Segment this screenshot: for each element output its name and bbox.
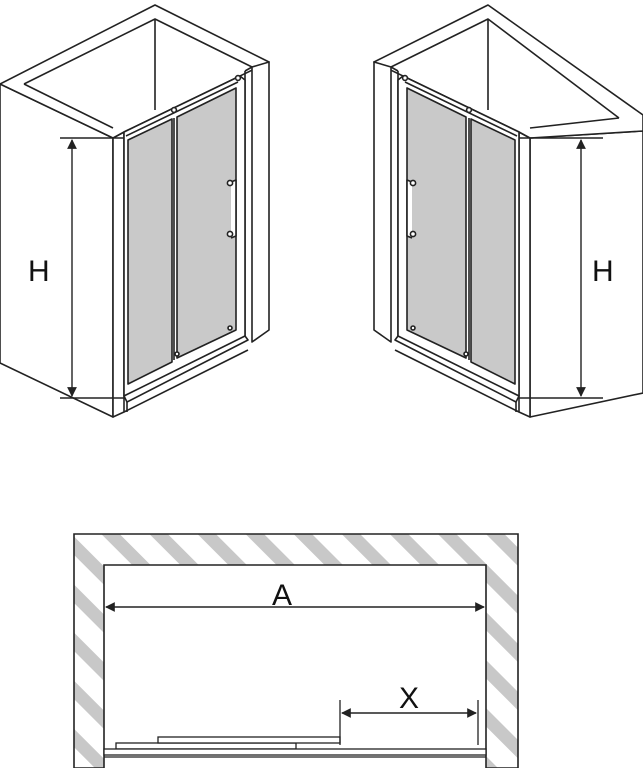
sliding-glass-panel: [176, 87, 237, 359]
fixed-glass-panel: [127, 118, 173, 385]
left-enclosure-view: [0, 4, 270, 418]
right-enclosure-view: [373, 4, 643, 418]
door-handle: [230, 179, 237, 239]
right-height-dimension: [519, 137, 603, 399]
plan-threshold: [103, 748, 487, 756]
height-label-left: H: [28, 255, 50, 288]
plan-view: [73, 533, 519, 768]
left-height-dimension: [60, 137, 124, 399]
left-wall-end: [112, 131, 125, 418]
right-view-sliding-glass: [406, 87, 467, 359]
left-wall: [0, 83, 114, 418]
plan-sliding-panel: [157, 736, 341, 744]
right-view-fixed-glass: [470, 118, 516, 385]
plan-fixed-panel: [115, 742, 297, 750]
width-label: A: [272, 579, 292, 612]
right-wall: [251, 61, 270, 343]
bottom-track: [123, 335, 249, 403]
right-view-door-handle: [406, 179, 413, 239]
height-label-right: H: [592, 255, 614, 288]
plan-walls: [73, 533, 519, 768]
right-view-side-wall: [529, 130, 643, 418]
opening-label: X: [399, 682, 419, 715]
